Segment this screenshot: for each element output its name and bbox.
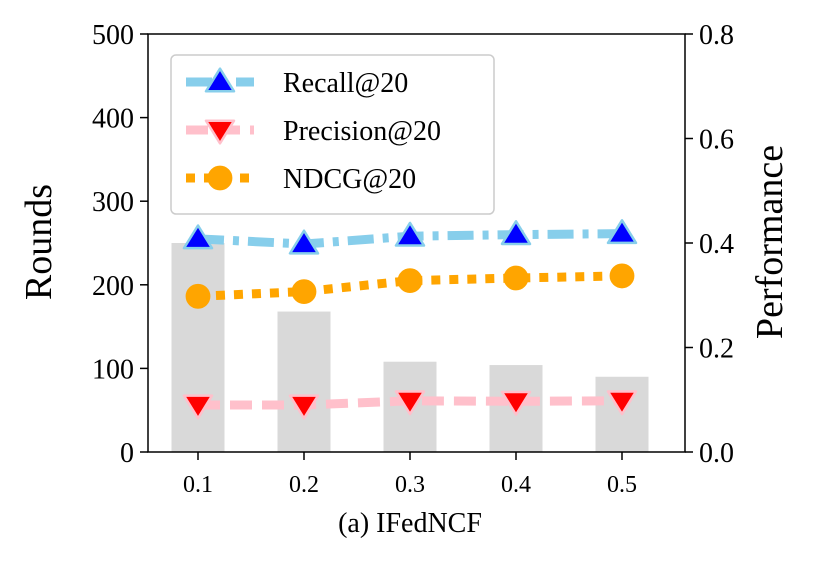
precision-20-marker-0.2 [288,394,320,420]
right-tick-label: 0.4 [699,229,734,260]
recall-20-marker-0.2 [288,229,320,255]
legend-box [170,54,495,215]
legend-label-precision-20: Precision@20 [283,116,441,147]
precision-20-marker-0.5 [606,390,638,416]
precision-20-marker-0.1 [182,394,214,420]
ndcg-20-marker-0.5 [609,263,635,289]
legend-marker-precision-20 [204,119,236,145]
right-tick-label: 0.0 [699,438,734,469]
precision-20-marker-0.3 [394,390,426,416]
right-tick-label: 0.8 [699,20,734,51]
left-tick-label: 200 [92,271,134,302]
x-tick-label-0.5: 0.5 [607,472,637,498]
right-tick-label: 0.6 [699,125,734,156]
left-tick-label: 500 [92,20,134,51]
recall-20-marker-0.3 [394,221,426,247]
x-tick-label-0.4: 0.4 [501,472,531,498]
left-tick-label: 300 [92,187,134,218]
precision-20-marker-0.4 [500,390,532,416]
right-y-axis-ticks: 0.0 0.2 0.4 0.6 0.8 [685,20,734,469]
x-tick-label-0.2: 0.2 [289,472,319,498]
markers-layer [182,219,638,420]
ndcg-20-marker-0.3 [397,268,423,294]
legend-label-recall-20: Recall@20 [283,68,408,99]
x-axis-ticks: 0.1 0.2 0.3 0.4 0.5 [183,452,637,498]
left-tick-label: 100 [92,354,134,385]
left-y-axis-ticks: 0 100 200 300 400 500 [92,20,148,469]
rounds-bar-0.2 [277,311,331,452]
recall-20-marker-0.5 [606,219,638,245]
right-tick-label: 0.2 [699,334,734,365]
legend-marker-recall-20 [204,67,236,93]
legend-marker-ndcg-20 [207,165,233,191]
legend-label-ndcg-20: NDCG@20 [283,164,416,195]
left-tick-label: 0 [120,438,134,469]
ndcg-20-marker-0.4 [503,265,529,291]
x-tick-label-0.1: 0.1 [183,472,213,498]
rounds-bar-0.1 [171,243,225,452]
left-tick-label: 400 [92,104,134,135]
chart-caption: (a) IFedNCF [338,508,482,539]
left-y-axis-label: Rounds [18,184,60,300]
x-tick-label-0.3: 0.3 [395,472,425,498]
right-y-axis-label: Performance [749,145,791,339]
ndcg-20-marker-0.1 [185,283,211,309]
recall-20-marker-0.4 [500,220,532,246]
recall-20-marker-0.1 [182,224,214,250]
ndcg-20-marker-0.2 [291,279,317,304]
